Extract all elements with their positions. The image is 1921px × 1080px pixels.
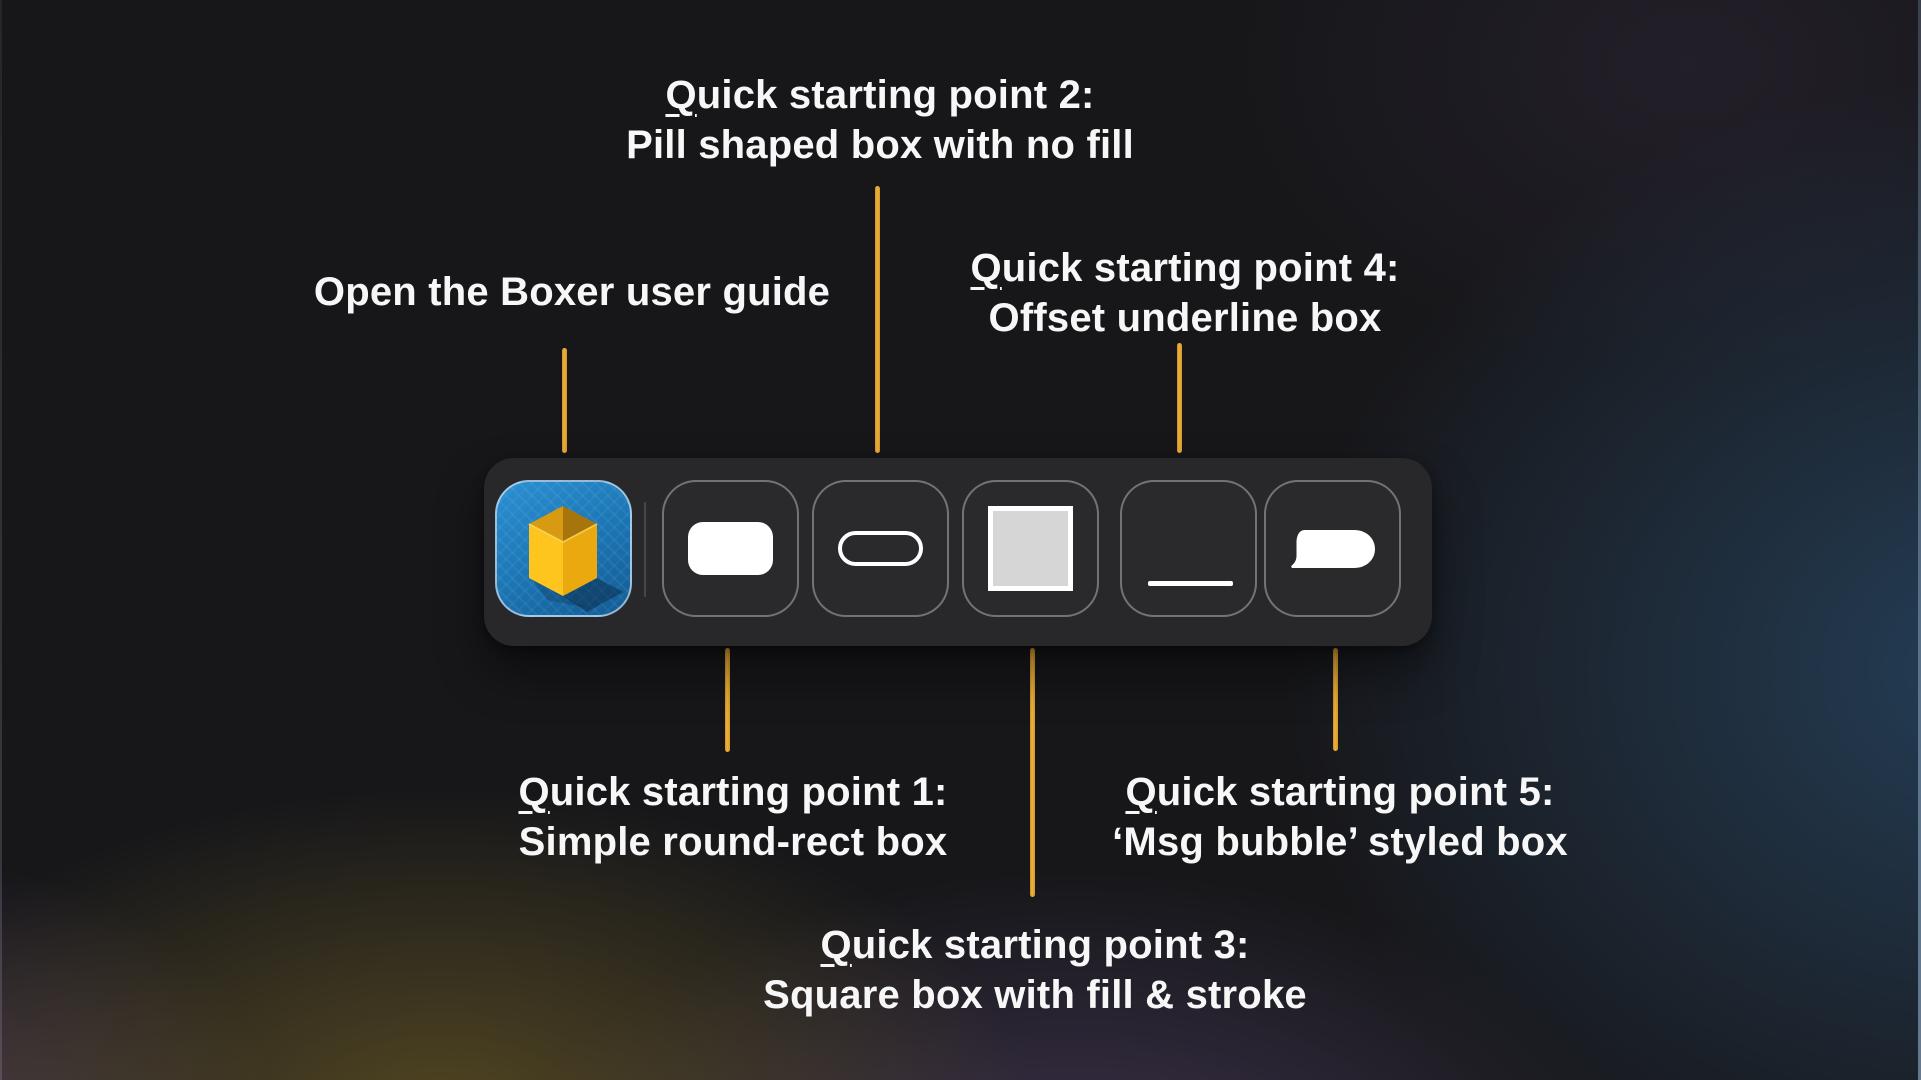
boxer-dock-toolbar: [484, 458, 1432, 646]
callout-qsp5: Quick starting point 5: ‘Msg bubble’ sty…: [1112, 767, 1568, 867]
callout-qsp5-title: Quick starting point 5:: [1125, 770, 1555, 814]
right-edge-glow: [1918, 0, 1921, 1080]
msg-bubble-icon: [1291, 529, 1375, 568]
callout-qsp2: Quick starting point 2: Pill shaped box …: [626, 70, 1134, 170]
callout-qsp4: Quick starting point 4: Offset underline…: [970, 243, 1399, 343]
callout-user-guide-text: Open the Boxer user guide: [313, 270, 831, 314]
callout-qsp4-subtitle: Offset underline box: [988, 296, 1382, 340]
offset-underline-icon: [1148, 581, 1233, 586]
quick-start-3-button[interactable]: [962, 480, 1099, 617]
callout-qsp1: Quick starting point 1: Simple round-rec…: [518, 767, 947, 867]
callout-user-guide: Open the Boxer user guide: [314, 267, 830, 317]
connector-qsp5: [1333, 648, 1338, 751]
toolbar-separator: [644, 502, 646, 597]
callout-qsp3-subtitle: Square box with fill & stroke: [763, 973, 1307, 1017]
pill-outline-icon: [838, 531, 923, 566]
shortcut-letter: Q: [1125, 770, 1157, 814]
boxer-app-button[interactable]: [495, 480, 632, 617]
quick-start-5-button[interactable]: [1264, 480, 1401, 617]
boxer-cube-icon: [528, 506, 623, 612]
shortcut-letter: Q: [518, 770, 550, 814]
quick-start-4-button[interactable]: [1120, 480, 1257, 617]
shortcut-letter: Q: [820, 923, 852, 967]
shortcut-letter: Q: [970, 246, 1002, 290]
callout-qsp2-title: Quick starting point 2:: [665, 73, 1095, 117]
callout-qsp5-subtitle: ‘Msg bubble’ styled box: [1112, 820, 1568, 864]
quick-start-1-button[interactable]: [662, 480, 799, 617]
connector-qsp1: [725, 648, 730, 752]
callout-qsp4-title: Quick starting point 4:: [970, 246, 1400, 290]
quick-start-2-button[interactable]: [812, 480, 949, 617]
connector-qsp2: [875, 186, 880, 453]
connector-qsp3: [1030, 648, 1035, 897]
callout-qsp2-subtitle: Pill shaped box with no fill: [626, 123, 1134, 167]
callout-qsp1-subtitle: Simple round-rect box: [518, 820, 948, 864]
round-rect-icon: [688, 522, 773, 575]
filled-square-icon: [988, 506, 1073, 591]
left-edge-glow: [0, 0, 2, 1080]
callout-qsp1-title: Quick starting point 1:: [518, 770, 948, 814]
callout-qsp3: Quick starting point 3: Square box with …: [763, 920, 1307, 1020]
shortcut-letter: Q: [665, 73, 697, 117]
connector-qsp4: [1177, 343, 1182, 453]
callout-qsp3-title: Quick starting point 3:: [820, 923, 1250, 967]
connector-user-guide: [562, 348, 567, 453]
